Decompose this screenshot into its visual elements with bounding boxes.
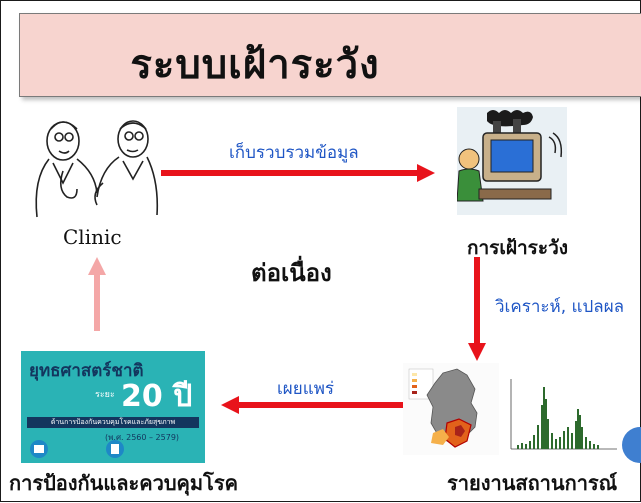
title-box: ระบบเฝ้าระวัง xyxy=(19,13,641,97)
poster-small-label: ระยะ xyxy=(95,390,115,400)
poster-years: (พ.ศ. 2560 – 2579) xyxy=(105,433,180,442)
arrow-feedback xyxy=(88,257,106,331)
disseminate-label: เผยแพร่ xyxy=(277,379,335,399)
arrow-collect xyxy=(161,164,435,182)
situation-report-label: รายงานสถานการณ์ xyxy=(447,471,618,495)
clinic-label: Clinic xyxy=(63,225,122,249)
poster-subtitle: ด้านการป้องกันควบคุมโรคและภัยสุขภาพ xyxy=(27,417,199,428)
page-title: ระบบเฝ้าระวัง xyxy=(130,42,380,88)
decorative-circle xyxy=(622,427,641,463)
poster-heading: ยุทธศาสตร์ชาติ xyxy=(29,361,144,381)
prevention-control-label: การป้องกันและควบคุมโรค xyxy=(9,471,238,495)
arrow-analyze xyxy=(468,257,486,361)
continuous-label: ต่อเนื่อง xyxy=(251,259,332,287)
collect-data-label: เก็บรวบรวมข้อมูล xyxy=(229,143,359,163)
poster-number: 20 ปี xyxy=(121,379,193,414)
arrow-disseminate xyxy=(221,396,406,414)
epidemic-curve-chart-icon xyxy=(510,379,617,450)
poster-icons-icon xyxy=(30,440,124,458)
analyze-interpret-label: วิเคราะห์, แปลผล xyxy=(495,297,625,317)
computer-worker-illustration-icon xyxy=(457,107,567,215)
national-strategy-poster: ยุทธศาสตร์ชาติ ระยะ 20 ปี ด้านการป้องกัน… xyxy=(21,351,205,463)
netherlands-map-icon xyxy=(403,363,499,455)
surveillance-label: การเฝ้าระวัง xyxy=(467,237,569,259)
doctors-illustration-icon xyxy=(35,120,159,218)
